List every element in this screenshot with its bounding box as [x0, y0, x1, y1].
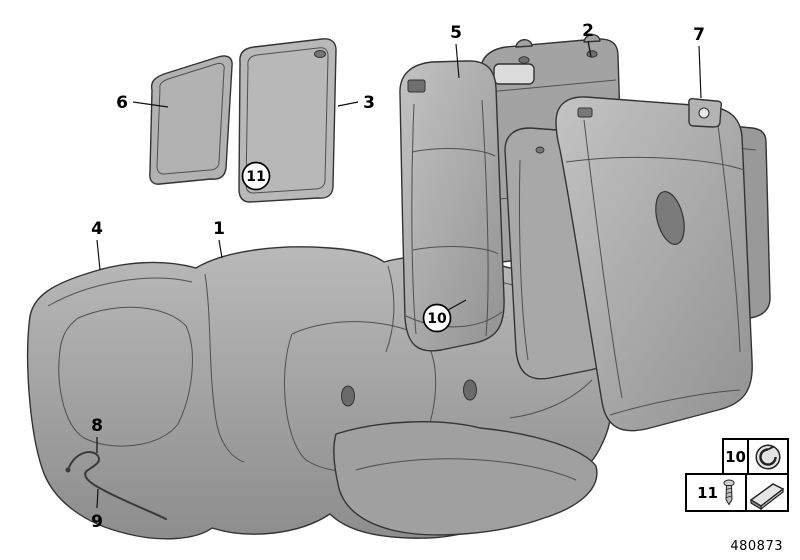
callout-7-leader	[698, 45, 702, 99]
screw-icon	[723, 479, 735, 506]
backrest-right-armrest-opening	[655, 191, 685, 245]
legend-item-11[interactable]: 11	[685, 473, 789, 512]
callout-3-label[interactable]: 3	[363, 93, 375, 113]
callout-1[interactable]: 1	[213, 219, 225, 259]
trim-panel-right-seam	[245, 47, 329, 194]
pull-strap-end	[65, 467, 71, 473]
callout-10-leader	[447, 299, 467, 311]
legend-item-10-label: 10	[724, 440, 749, 473]
callout-4-label[interactable]: 4	[91, 219, 103, 239]
callout-2-label[interactable]: 2	[582, 21, 594, 41]
callout-11-label[interactable]: 11	[246, 169, 265, 185]
callout-7-label[interactable]: 7	[693, 25, 705, 45]
legend: 10 11	[685, 438, 789, 512]
backrest-center-panel-tabs	[515, 34, 601, 48]
legend-item-11-iconcell	[747, 475, 787, 510]
callout-10-circle[interactable]	[422, 303, 452, 333]
callout-5-label[interactable]: 5	[450, 23, 462, 43]
callout-9-leader	[96, 488, 99, 509]
backrest-center-panel-cutout	[493, 63, 535, 85]
callout-4[interactable]: 4	[91, 219, 103, 271]
backrest-right-cover	[555, 96, 753, 432]
legend-item-10[interactable]: 10	[722, 438, 789, 475]
legend-item-10-iconcell	[749, 440, 787, 473]
callout-2-leader	[587, 40, 592, 58]
callout-11-circle[interactable]	[241, 161, 271, 191]
legend-item-11-labelcell: 11	[687, 475, 747, 510]
callout-8[interactable]: 8	[91, 416, 103, 453]
callout-1-leader	[218, 239, 223, 259]
backrest-right-seams	[565, 109, 745, 416]
legend-item-11-label: 11	[697, 483, 718, 502]
backrest-left-cover	[399, 60, 505, 352]
backrest-left-outline	[399, 60, 505, 352]
mount-bracket-hole	[698, 107, 710, 119]
callout-1-label[interactable]: 1	[213, 219, 225, 239]
trim-panel-right-hole	[314, 50, 326, 58]
callout-8-label[interactable]: 8	[91, 416, 103, 436]
callout-10-circled[interactable]: 10	[422, 299, 467, 333]
backrest-right-armrest-opening-hole	[655, 191, 685, 245]
callout-5[interactable]: 5	[450, 23, 462, 79]
callout-6-label[interactable]: 6	[116, 93, 128, 113]
callout-10-label[interactable]: 10	[427, 311, 447, 327]
cushion-guide-hole-left	[341, 385, 355, 407]
fastener-clip-icon	[755, 443, 781, 470]
cover-wedge-icon	[749, 482, 785, 510]
backrest-center-panel-hole-right	[586, 50, 598, 58]
callout-7[interactable]: 7	[693, 25, 705, 99]
mount-bracket	[688, 97, 723, 128]
callout-3-leader	[337, 101, 359, 107]
callout-6[interactable]: 6	[116, 93, 169, 113]
trim-panel-left-outline	[149, 55, 233, 185]
trim-panel-right	[238, 38, 337, 203]
pull-strap-line	[67, 451, 167, 520]
backrest-left-slot	[407, 79, 426, 93]
backrest-middle-grommet	[535, 146, 545, 154]
callout-11-circled[interactable]: 11	[241, 161, 271, 191]
callout-9-label[interactable]: 9	[91, 512, 103, 532]
backrest-left-seams	[405, 99, 503, 337]
callout-5-leader	[455, 43, 460, 79]
pull-strap	[65, 451, 167, 520]
diagram-part-number: 480873	[730, 539, 783, 554]
backrest-center-panel-hole-left	[518, 56, 530, 64]
cushion-front-section	[333, 421, 598, 536]
cushion-guide-hole-right	[463, 379, 477, 401]
backrest-right-slot	[577, 107, 593, 118]
callout-2[interactable]: 2	[582, 21, 594, 58]
trim-panel-left-seam	[156, 62, 225, 175]
callout-6-leader	[132, 101, 169, 108]
cushion-front-section-seam	[355, 458, 577, 481]
callout-3[interactable]: 3	[337, 93, 375, 113]
trim-panel-left	[149, 55, 233, 185]
callout-4-leader	[96, 239, 101, 271]
trim-panel-right-outline	[238, 38, 337, 203]
callout-9[interactable]: 9	[91, 488, 103, 532]
